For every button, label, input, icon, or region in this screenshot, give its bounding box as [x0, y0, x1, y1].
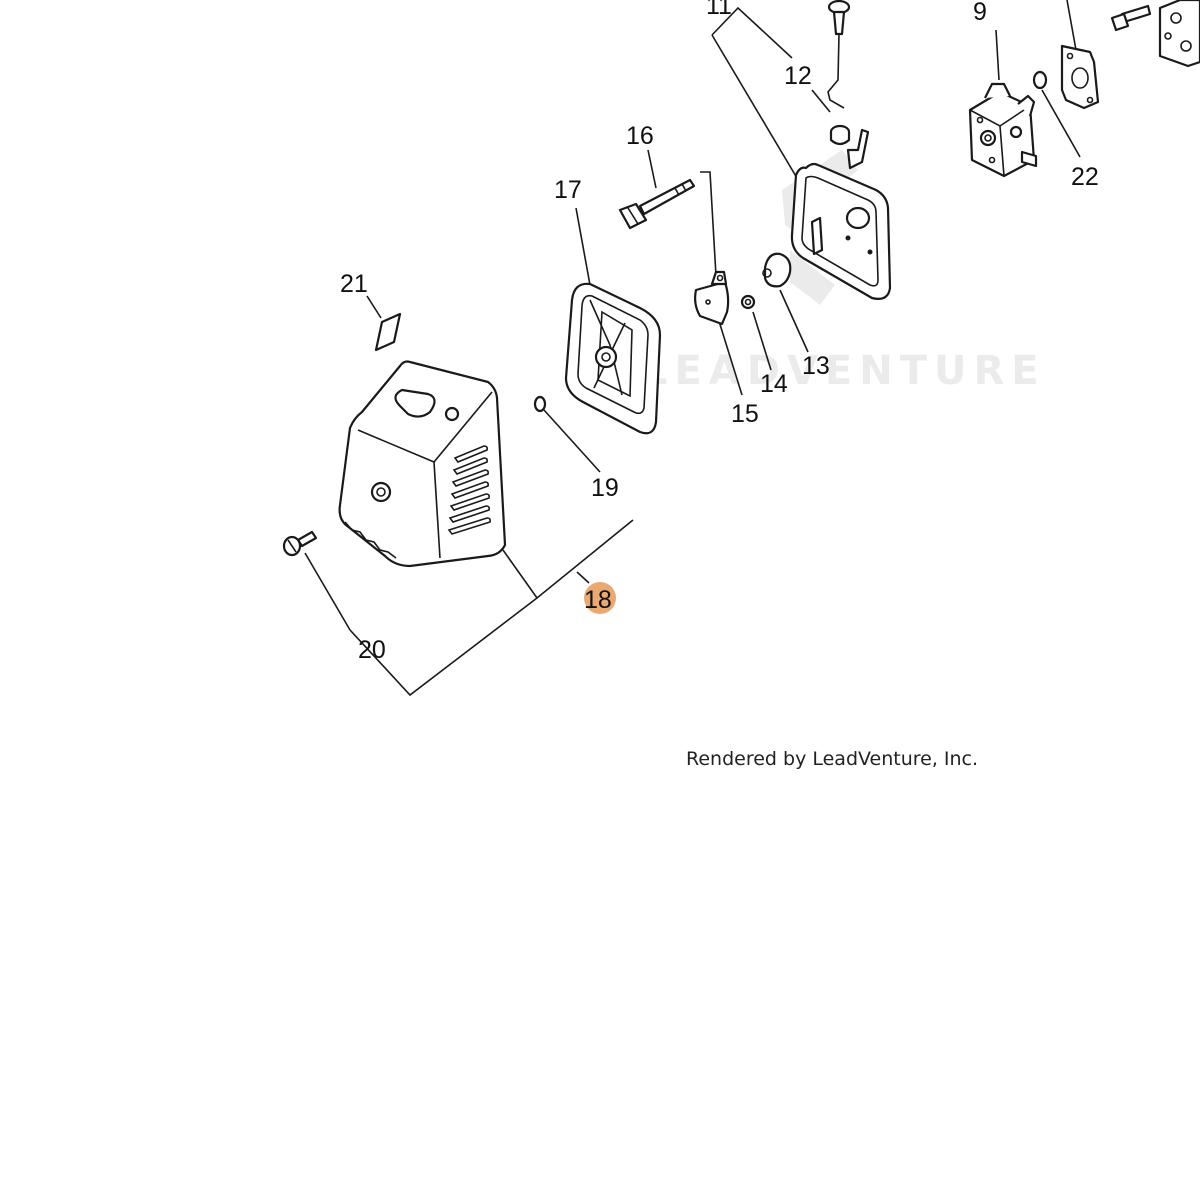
callout-9[interactable]: 9	[973, 0, 987, 26]
watermark-text: LEADVENTURE	[642, 348, 1046, 394]
callout-17[interactable]: 17	[554, 176, 582, 204]
callout-18-highlight	[584, 582, 616, 614]
callout-11[interactable]: 11	[706, 0, 732, 20]
callout-19[interactable]: 19	[591, 474, 619, 502]
callout-16[interactable]: 16	[626, 122, 654, 150]
part-22-washer[interactable]	[1032, 70, 1048, 90]
part-14-nut[interactable]	[740, 294, 756, 310]
top-right-block[interactable]	[1158, 0, 1200, 68]
callout-18[interactable]: 18	[584, 586, 612, 614]
insulator-gasket[interactable]	[1060, 44, 1100, 110]
part-17-air-filter[interactable]	[564, 282, 662, 435]
callout-labels: 11 12 9 16 17 22 21 13 14 15 19 18 20	[340, 0, 1099, 664]
callout-13[interactable]: 13	[802, 352, 830, 380]
part-20-screw[interactable]	[282, 530, 318, 557]
callout-20[interactable]: 20	[358, 636, 386, 664]
part-15-bracket[interactable]	[694, 270, 730, 326]
callout-14[interactable]: 14	[760, 370, 788, 398]
part-12-choke-rod[interactable]	[827, 0, 851, 109]
part-18-air-cleaner-cover[interactable]	[338, 360, 507, 568]
part-19-o-ring[interactable]	[533, 395, 547, 413]
top-right-bolt[interactable]	[1110, 4, 1152, 32]
part-11-air-cleaner-base[interactable]	[790, 124, 892, 300]
part-21-pad[interactable]	[374, 312, 402, 352]
callout-15[interactable]: 15	[731, 400, 759, 428]
part-9-carburetor[interactable]	[968, 82, 1038, 178]
leader-lines	[304, 0, 1081, 697]
callout-12[interactable]: 12	[784, 62, 812, 90]
callout-21[interactable]: 21	[340, 270, 368, 298]
part-16-bolt[interactable]	[618, 178, 696, 230]
credit-text: Rendered by LeadVenture, Inc.	[686, 748, 978, 770]
callout-22[interactable]: 22	[1071, 163, 1099, 191]
part-13-gasket[interactable]	[762, 252, 792, 288]
cover-vents	[447, 445, 491, 535]
